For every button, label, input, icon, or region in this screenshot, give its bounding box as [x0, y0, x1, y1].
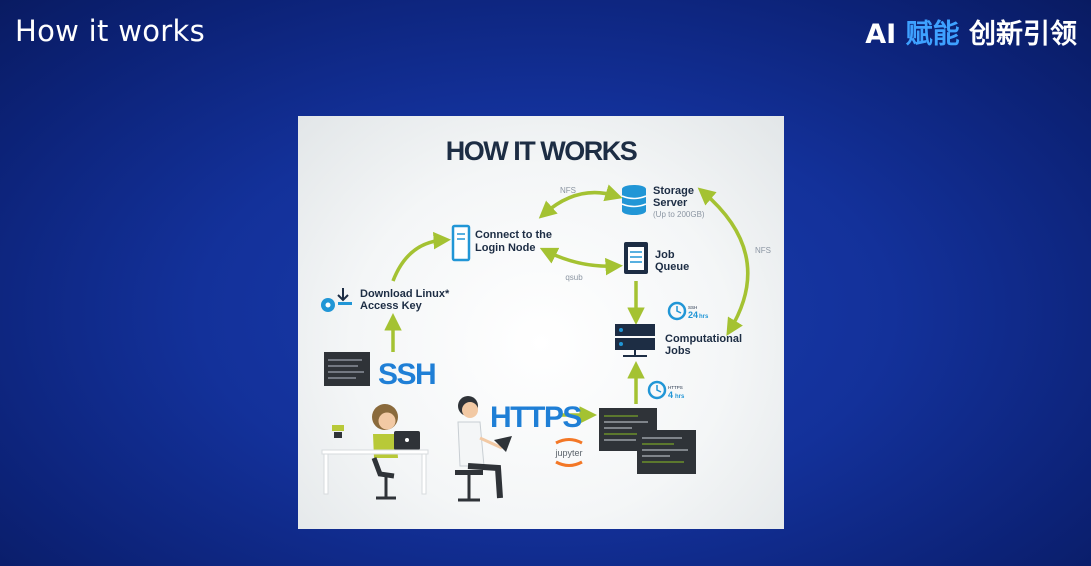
server-tower-icon	[451, 224, 471, 262]
https-badge-hours: 4	[668, 390, 673, 400]
storage-label-line1: Storage	[653, 185, 694, 197]
https-badge-unit: hrs	[675, 394, 685, 400]
terminal-window-icon	[324, 352, 370, 386]
download-label-line2: Access Key	[360, 300, 423, 312]
how-it-works-diagram: HOW IT WORKS NFS NFS qsub Storage Server…	[298, 116, 784, 529]
https-label: HTTPS	[490, 401, 581, 434]
arrow-login-queue	[539, 247, 623, 276]
diagram-title: HOW IT WORKS	[446, 136, 637, 166]
brand-logo: AI 赋能 创新引领	[865, 12, 1077, 51]
edge-label-qsub: qsub	[565, 273, 583, 282]
download-label-line1: Download Linux*	[360, 288, 450, 300]
storage-label-line2: Server	[653, 197, 688, 209]
brand-part-3: 创新引领	[959, 19, 1077, 50]
edge-label-nfs-left: NFS	[560, 186, 576, 195]
ssh-badge-unit: hrs	[699, 314, 709, 320]
ssh-time-limit-badge: SSH 24 hrs	[667, 301, 709, 321]
diagram-canvas: HOW IT WORKS NFS NFS qsub Storage Server…	[321, 136, 771, 502]
jupyter-label: jupyter	[554, 448, 582, 458]
arrow-login-storage	[538, 184, 623, 219]
woman-at-desk-illustration	[321, 404, 429, 500]
compute-label-line2: Jobs	[665, 345, 691, 357]
man-with-laptop-illustration	[455, 396, 512, 502]
storage-capacity-note: (Up to 200GB)	[653, 210, 705, 219]
compute-label-line1: Computational	[665, 333, 742, 345]
arrow-storage-compute	[697, 187, 750, 336]
https-time-limit-badge: HTTPS 4 hrs	[647, 380, 685, 400]
ssh-label: SSH	[378, 358, 435, 391]
brand-part-1: AI	[865, 19, 906, 50]
clipboard-icon	[624, 242, 648, 274]
edge-label-nfs-right: NFS	[755, 246, 771, 255]
brand-part-2: 赋能	[905, 19, 960, 50]
code-screen-icon	[599, 408, 696, 474]
https-badge-label: HTTPS	[668, 385, 683, 390]
database-icon	[621, 185, 647, 215]
slide-title: How it works	[15, 14, 206, 48]
ssh-badge-label: SSH	[688, 305, 697, 310]
arrow-download-login	[391, 231, 451, 282]
queue-label-line2: Queue	[655, 261, 689, 273]
server-rack-icon	[615, 324, 655, 357]
jupyter-logo-icon: jupyter	[554, 438, 583, 467]
download-key-icon	[321, 288, 352, 312]
login-label-line1: Connect to the	[475, 229, 552, 241]
queue-label-line1: Job	[655, 249, 675, 261]
login-label-line2: Login Node	[475, 242, 536, 254]
ssh-badge-hours: 24	[688, 310, 698, 320]
